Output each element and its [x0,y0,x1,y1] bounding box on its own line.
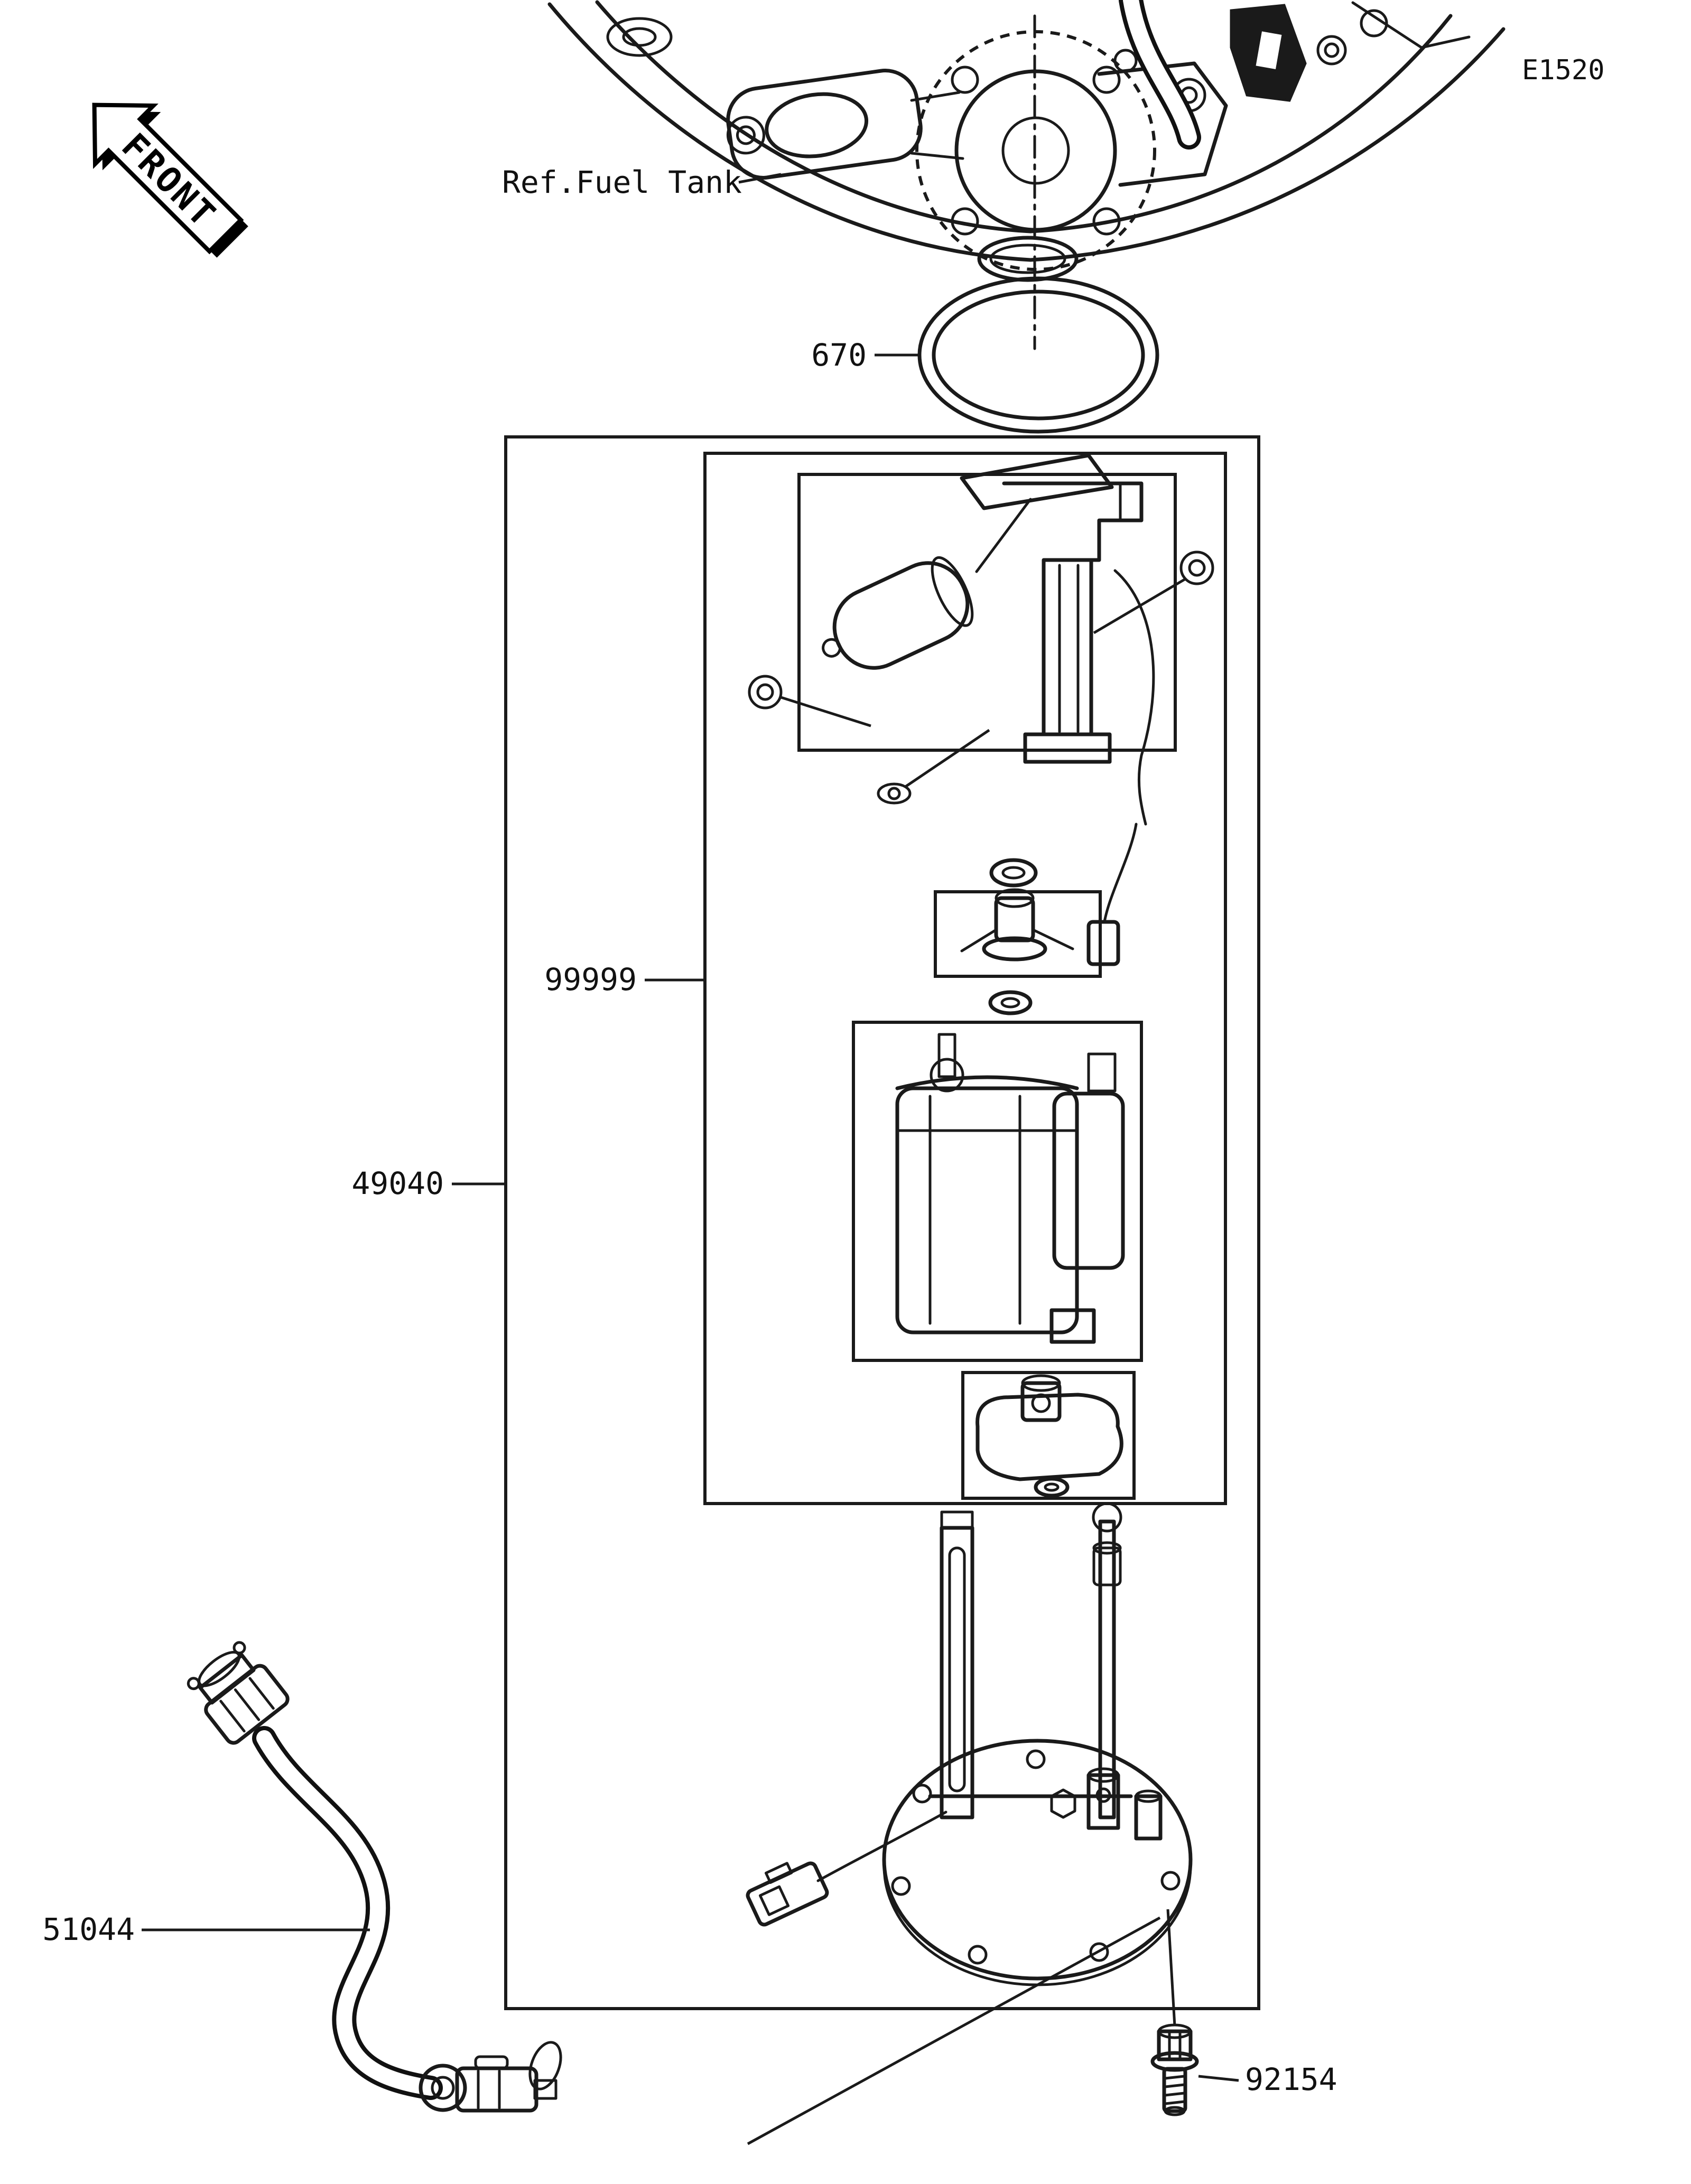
screw-icon [1093,550,1214,634]
tank-bracket [726,69,923,180]
part-label-670: 670 [811,337,867,373]
o-ring-drawing [917,276,1159,434]
wire-connector [746,1861,829,1927]
mounting-plate-drawing [746,1739,1193,2145]
assembly-99999-box [703,452,1227,1505]
hose-lower-connector [419,2041,562,2113]
part-label-51044: 51044 [42,1911,135,1947]
fuel-tank-drawing [547,0,1506,350]
ref-fuel-tank-label: Ref.Fuel Tank [502,164,742,200]
hose-upper-connector [187,1641,290,1745]
front-arrow-label: FRONT [114,125,224,236]
upper-pump-module-drawing [748,453,1214,826]
leader-line [1198,2075,1239,2082]
page-code: E1520 [1522,54,1605,86]
front-arrow: FRONT [92,102,248,258]
screw-icon [877,729,990,805]
pump-body-box [852,1021,1143,1362]
filter-cap-box [961,1371,1136,1500]
part-label-49040: 49040 [351,1165,444,1201]
bolt-drawing [1150,2023,1199,2116]
filter-cap-drawing [975,1374,1123,1498]
lower-bracket-drawing [928,1502,1133,1819]
screw-icon [748,675,871,727]
valve-box [934,890,1102,978]
part-label-92154: 92154 [1245,2061,1337,2097]
leader-line [1166,1909,1176,2027]
leader-line [738,173,782,184]
upper-module-box [797,473,1177,752]
fuel-hose-drawing [187,1641,562,2113]
pump-body-drawing [895,1033,1125,1344]
pump-mount-flange [915,14,1156,350]
leader-line [747,1916,1161,2145]
washer-and-valve-drawing [960,823,1138,1015]
part-label-99999: 99999 [544,962,637,997]
assembly-49040-box [504,435,1260,2010]
